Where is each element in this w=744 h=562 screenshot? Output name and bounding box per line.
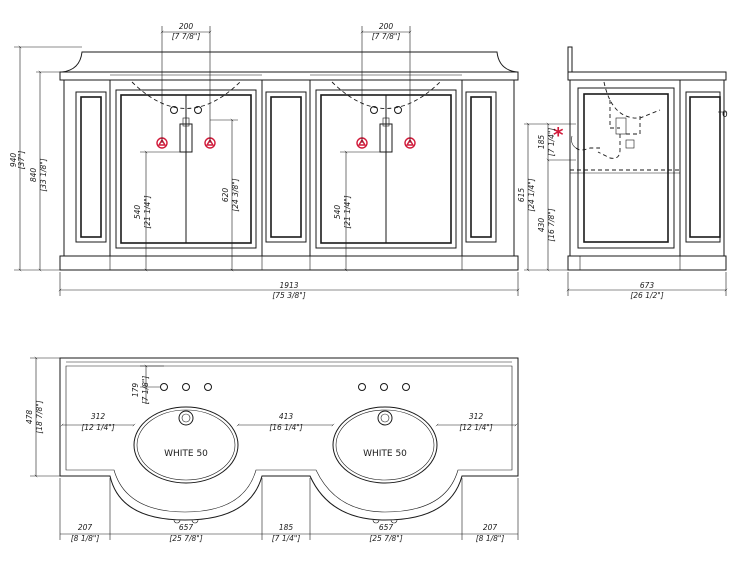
dim-side-depth-in: [26 1/2"] — [630, 291, 663, 300]
dim-front-width: 1913 — [279, 281, 298, 290]
dim-tap-spacing-left-in: [7 7/8"] — [172, 32, 201, 41]
side-marker-icon: * — [553, 123, 564, 147]
plan-tap-hole-right-3 — [402, 383, 410, 391]
dim-left-outlet: 540 — [133, 205, 142, 220]
dim-right-margin-in: [12 1/4"] — [459, 423, 492, 432]
plan-basin-left-label: WHITE 50 — [164, 449, 208, 459]
plan-tap-hole-right-2 — [380, 383, 388, 391]
plan-tap-hole-left-3 — [204, 383, 212, 391]
dim-total-height: 940 — [9, 153, 18, 168]
dim-right-outlet: 540 — [333, 205, 342, 220]
dim-total-height-in: [37"] — [17, 151, 26, 170]
dim-left-margin-in: [12 1/4"] — [81, 423, 114, 432]
dim-side-430-in: [16 7/8"] — [547, 208, 556, 241]
front-basin-cabinet-right — [315, 89, 457, 249]
plan-tap-hole-left-1 — [160, 383, 168, 391]
dim-tap-spacing-right-in: [7 7/8"] — [372, 32, 401, 41]
side-basin-outline — [603, 81, 661, 119]
front-side-panel-right — [465, 91, 497, 243]
dim-plan-depth-in: [18 7/8"] — [35, 400, 44, 433]
dim-tap-offset: 179 — [131, 383, 140, 398]
dim-tap-spacing-left: 200 — [179, 22, 194, 31]
dim-left-tap: 620 — [221, 188, 230, 203]
dim-bottom-657-right: 657 — [379, 523, 394, 532]
plan-basin-right — [332, 406, 438, 484]
front-basin-cabinet-left — [115, 89, 257, 249]
dim-side-615-in: [24 1/4"] — [527, 178, 536, 211]
dim-right-margin: 312 — [469, 412, 484, 421]
dim-side-185-in: [7 1/4"] — [547, 128, 556, 157]
dim-left-outlet-in: [21 1/4"] — [143, 195, 152, 228]
dim-right-outlet-in: [21 1/4"] — [343, 195, 352, 228]
dim-side-430: 430 — [537, 218, 546, 233]
front-plinth — [59, 255, 519, 271]
front-elevation: 200 [7 7/8"] 200 [7 7/8"] 940 [37"] 840 … — [9, 22, 520, 300]
dim-bottom-207-left-in: [8 1/8"] — [71, 534, 100, 543]
dim-bottom-185: 185 — [279, 523, 294, 532]
dim-side-185: 185 — [537, 135, 546, 150]
dim-bottom-207-right: 207 — [483, 523, 498, 532]
side-elevation: 0 * 185 [7 1/4"] 615 [24 1/4"] — [517, 46, 728, 300]
plan-tap-hole-left-2 — [182, 383, 190, 391]
front-tap-right-a — [370, 106, 378, 114]
side-plinth — [567, 255, 727, 271]
dim-bottom-657-left-in: [25 7/8"] — [169, 534, 202, 543]
plan-tap-hole-right-1 — [358, 383, 366, 391]
dim-tap-offset-in: [7 1/8"] — [141, 376, 150, 405]
side-cabinet-body — [569, 79, 725, 257]
dim-left-tap-in: [24 3/8"] — [231, 178, 240, 211]
dim-bottom-657-left: 657 — [179, 523, 194, 532]
plan-view: WHITE 50 WHITE 50 478 [18 7/8"] 179 [7 1… — [25, 356, 519, 543]
dim-counter-height: 840 — [29, 168, 38, 183]
front-tap-right-b — [394, 106, 402, 114]
dim-bottom-207-left: 207 — [78, 523, 93, 532]
dim-between-basins-in: [16 1/4"] — [269, 423, 302, 432]
dim-counter-height-in: [33 1/8"] — [39, 158, 48, 191]
front-middle-panel — [265, 91, 307, 243]
dim-side-615: 615 — [517, 188, 526, 203]
front-countertop — [59, 71, 519, 81]
dim-between-basins: 413 — [279, 412, 294, 421]
plan-basin-left — [133, 406, 239, 484]
dim-bottom-207-right-in: [8 1/8"] — [476, 534, 505, 543]
dim-left-margin: 312 — [91, 412, 106, 421]
dim-side-depth: 673 — [640, 281, 655, 290]
front-cabinet-body — [63, 79, 515, 257]
dim-bottom-185-in: [7 1/4"] — [272, 534, 301, 543]
plan-basin-right-label: WHITE 50 — [363, 449, 407, 459]
front-basin-bowl-left — [131, 81, 241, 109]
dim-front-width-in: [75 3/8"] — [272, 291, 305, 300]
front-tap-left-a — [170, 106, 178, 114]
dim-tap-spacing-right: 200 — [379, 22, 394, 31]
dim-bottom-657-right-in: [25 7/8"] — [369, 534, 402, 543]
plan-top-outline — [59, 357, 519, 521]
front-side-panel-left — [75, 91, 107, 243]
front-backsplash — [61, 51, 518, 73]
dim-plan-depth: 478 — [25, 410, 34, 425]
svg-text:0: 0 — [722, 110, 728, 120]
front-tap-left-b — [194, 106, 202, 114]
side-countertop — [567, 71, 727, 81]
front-basin-bowl-right — [331, 81, 441, 109]
